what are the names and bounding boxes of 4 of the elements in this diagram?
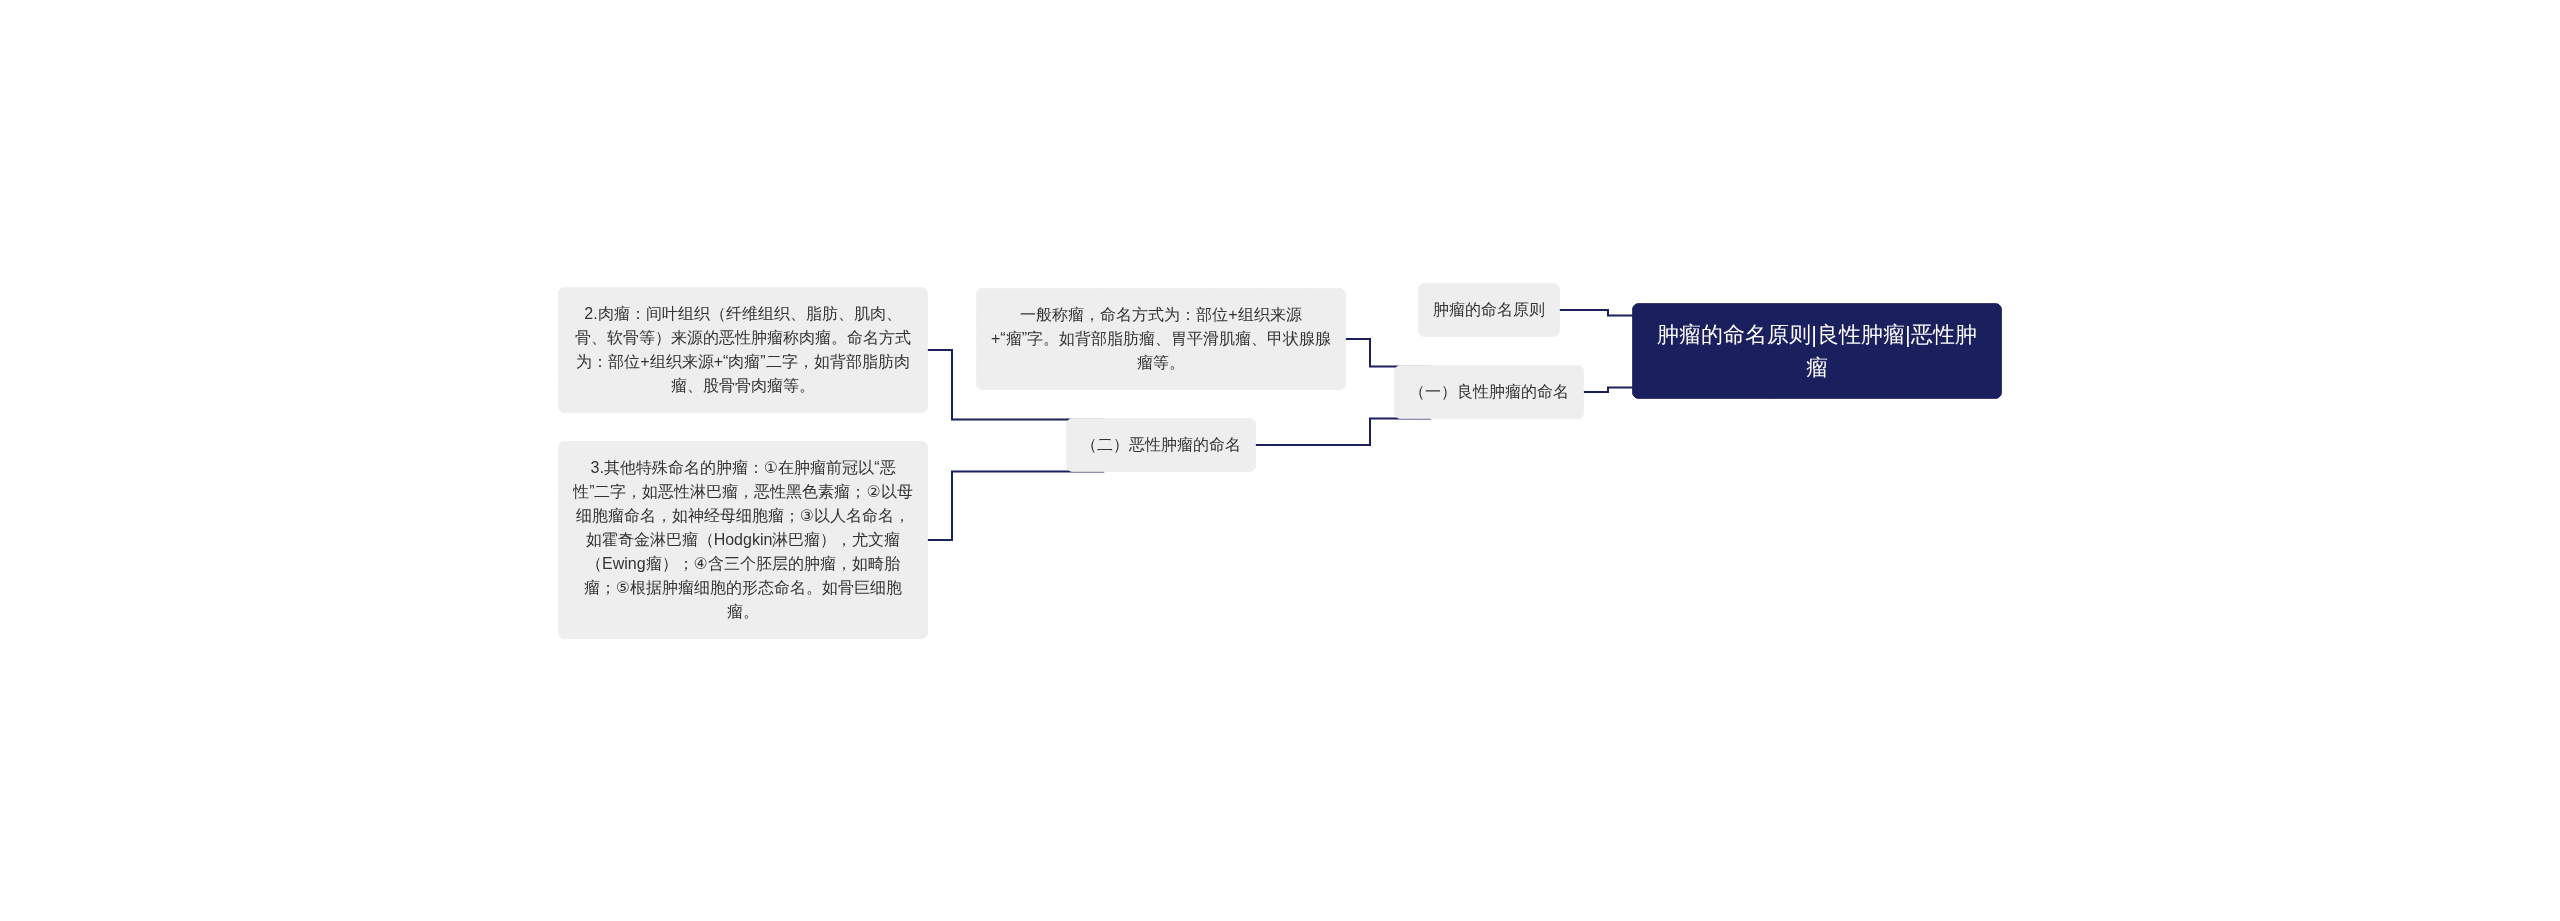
- connector: [1254, 417, 1433, 446]
- connector: [926, 470, 1106, 541]
- connector: [1558, 308, 1635, 316]
- connector: [1582, 386, 1635, 393]
